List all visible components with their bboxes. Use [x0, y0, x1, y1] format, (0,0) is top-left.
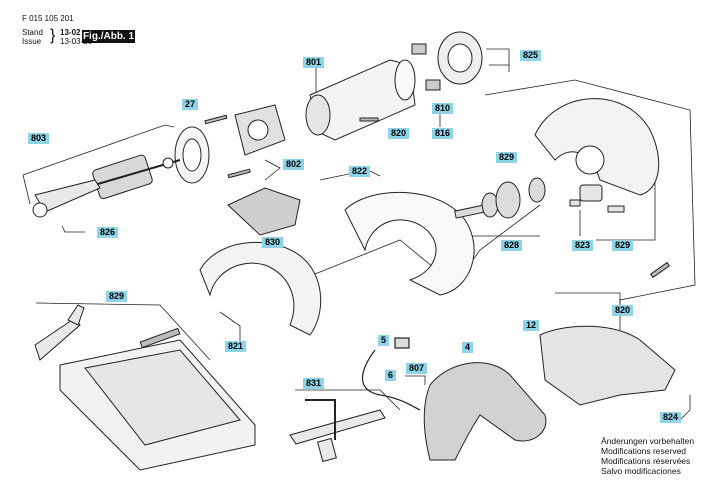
part-label-12: 12 [523, 320, 540, 331]
spindle-lock [32, 179, 101, 218]
bracket-line-829-base [35, 302, 211, 361]
fan-guide-ring [174, 126, 210, 184]
part-label-829-base: 829 [106, 291, 128, 302]
figure-label: Fig./Abb. 1 [82, 30, 135, 43]
document-number: F 015 105 201 [22, 14, 74, 23]
blade-flange-set [454, 177, 546, 219]
part-label-826: 826 [97, 227, 119, 238]
bracket-line-821 [219, 311, 241, 343]
base-plate [59, 339, 256, 471]
modifications-note: Änderungen vorbehalten Modifications res… [601, 436, 694, 476]
part-label-823: 823 [572, 240, 594, 251]
field-coil [234, 104, 286, 156]
part-label-801: 801 [303, 57, 325, 68]
part-label-6: 6 [385, 370, 397, 381]
part-label-810: 810 [432, 103, 454, 114]
frame-line-left [22, 174, 31, 205]
bracket-line-825 [486, 48, 510, 72]
fan-cover [437, 31, 483, 85]
stand-value: 13-02 [60, 28, 81, 37]
part-label-822: 822 [349, 166, 371, 177]
part-label-820-right: 820 [612, 305, 634, 316]
note-line-es: Salvo modificaciones [601, 466, 681, 476]
power-cable [362, 337, 421, 411]
part-label-4: 4 [462, 342, 474, 353]
part-label-828: 828 [501, 240, 523, 251]
part-label-5: 5 [378, 335, 390, 346]
bracket-line-831 [295, 389, 401, 411]
gear-housing-cover [534, 98, 660, 196]
carbon-brushes [411, 43, 441, 91]
part-label-824: 824 [660, 412, 682, 423]
upper-blade-guard [199, 241, 322, 336]
issue-label: Issue [22, 37, 42, 46]
note-line-fr: Modifications réservées [601, 456, 691, 466]
part-label-816: 816 [432, 128, 454, 139]
part-label-830: 830 [262, 237, 284, 248]
part-label-820-top: 820 [388, 128, 410, 139]
part-label-803: 803 [28, 133, 50, 144]
riving-knife [34, 304, 85, 361]
motor-housing [305, 59, 416, 141]
bracket-line-826 [61, 225, 85, 233]
part-label-807: 807 [406, 363, 428, 374]
part-label-825: 825 [520, 50, 542, 61]
part-label-27: 27 [182, 99, 199, 110]
screws [139, 114, 671, 349]
switch-unit [227, 187, 301, 236]
main-handle [423, 362, 547, 461]
part-label-831: 831 [303, 378, 325, 389]
stand-label: Stand [22, 28, 43, 37]
note-line-en: Modifications reserved [601, 446, 687, 456]
note-line-de: Änderungen vorbehalten [601, 436, 695, 446]
parallel-guide [289, 399, 386, 463]
part-label-802: 802 [283, 159, 305, 170]
part-label-829-top: 829 [496, 152, 518, 163]
bracket-line-820 [555, 292, 621, 318]
bracket-line-824 [679, 395, 691, 421]
handle-housing [539, 325, 676, 406]
part-label-821: 821 [225, 341, 247, 352]
bracket-line-807 [405, 375, 426, 385]
issue-value: 13-03-26 [60, 37, 93, 46]
bracket-line-802 [264, 159, 281, 181]
bracket-line-803 [22, 124, 175, 176]
header-brace: } [50, 27, 56, 44]
lower-blade-guard [344, 191, 475, 296]
part-label-829-right: 829 [612, 240, 634, 251]
spacer-sleeves [569, 184, 625, 213]
